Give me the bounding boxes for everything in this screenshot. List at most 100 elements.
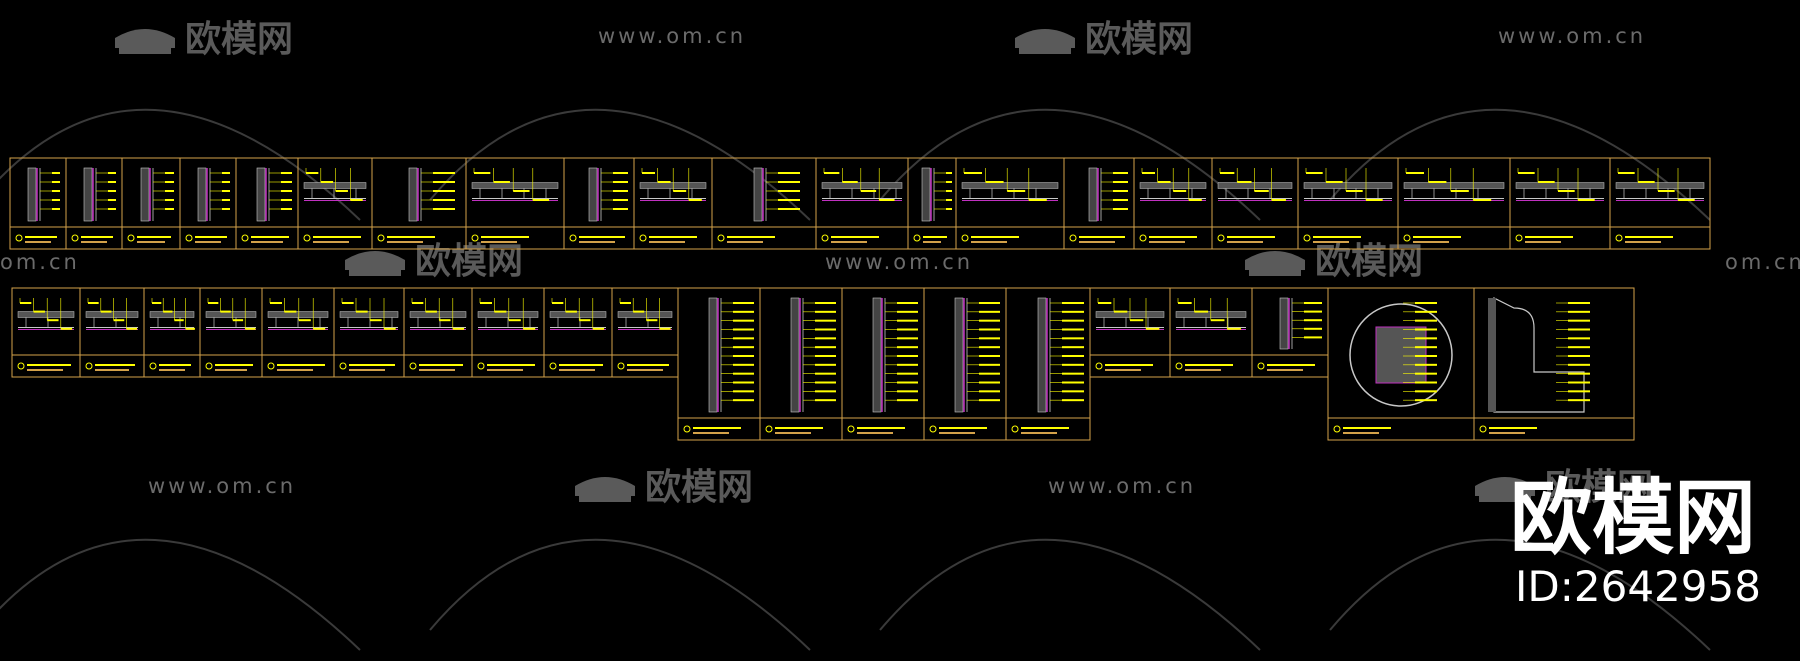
- title-underline: [159, 364, 191, 366]
- leader-label: [222, 199, 230, 201]
- slab-section: [205, 311, 257, 318]
- title-underline: [559, 364, 603, 366]
- title-scale-line: [1227, 241, 1263, 243]
- detail-sheet: [1509, 157, 1611, 250]
- leader-label: [523, 327, 536, 330]
- title-scale-line: [81, 241, 107, 243]
- leader-label: [778, 172, 800, 174]
- leader-label: [633, 310, 645, 313]
- title-underline: [831, 236, 879, 238]
- slab-section: [1303, 182, 1393, 189]
- leader-label: [1518, 172, 1535, 174]
- leader-label: [1304, 327, 1322, 330]
- leader-label: [946, 190, 952, 192]
- detail-number-mark: [1333, 425, 1341, 433]
- leader-label: [897, 302, 918, 304]
- leader-label: [508, 319, 521, 322]
- leader-label: [1304, 302, 1322, 304]
- watermark-arcs: [0, 108, 1711, 651]
- title-scale-line: [1021, 432, 1057, 434]
- slab-section: [409, 311, 467, 318]
- wall-section: [1037, 297, 1047, 413]
- leader-label: [815, 390, 836, 393]
- title-scale-line: [1525, 241, 1561, 243]
- detail-number-mark: [471, 234, 479, 242]
- leader-label: [1194, 310, 1209, 313]
- slab-section: [1217, 182, 1293, 189]
- title-scale-line: [1313, 241, 1349, 243]
- leader-label: [185, 327, 195, 330]
- sofa-icon: [115, 29, 175, 48]
- leader-label: [815, 381, 836, 384]
- leader-label: [1210, 319, 1225, 322]
- detail-number-mark: [85, 362, 93, 370]
- leader-label: [620, 302, 631, 304]
- leader-label: [163, 310, 173, 313]
- leader-label: [113, 319, 125, 322]
- title-underline: [95, 364, 135, 366]
- leader-label: [565, 310, 577, 313]
- detail-sheet: [1473, 287, 1635, 441]
- title-scale-line: [579, 241, 615, 243]
- sofa-icon-base: [349, 270, 401, 276]
- leader-label: [646, 319, 658, 322]
- detail-sheet: [235, 157, 299, 250]
- sheet-frame: [1509, 157, 1611, 250]
- detail-number-mark: [377, 234, 385, 242]
- wall-section: [753, 167, 763, 222]
- leader-label: [52, 181, 60, 183]
- leader-label: [1538, 181, 1555, 183]
- leader-label: [1568, 337, 1590, 340]
- watermark-arc: [0, 538, 361, 651]
- title-underline: [387, 236, 435, 238]
- title-scale-line: [215, 369, 247, 371]
- watermark-logo: 欧模网: [1475, 467, 1653, 508]
- title-scale-line: [1343, 432, 1379, 434]
- sheet-frame: [199, 287, 263, 378]
- leader-label: [52, 172, 60, 174]
- slab-section: [471, 182, 559, 189]
- leader-label: [897, 310, 918, 313]
- title-scale-line: [1489, 432, 1525, 434]
- slab-section: [549, 311, 607, 318]
- leader-label: [1113, 181, 1128, 183]
- leader-label: [1114, 310, 1128, 313]
- watermark-arc: [1329, 108, 1711, 221]
- leader-label: [425, 310, 437, 313]
- wall-section: [1279, 297, 1289, 350]
- leader-label: [579, 319, 591, 322]
- model-id-label: ID:2642958: [1515, 562, 1761, 611]
- title-scale-line: [1185, 369, 1221, 371]
- sofa-icon-base: [579, 496, 631, 502]
- detail-number-mark: [205, 362, 213, 370]
- title-scale-line: [831, 241, 867, 243]
- leader-label: [1062, 319, 1084, 322]
- leader-label: [270, 302, 282, 304]
- title-underline: [1267, 364, 1315, 366]
- leader-label: [174, 319, 184, 322]
- sheet-frame: [815, 157, 909, 250]
- detail-number-mark: [1069, 234, 1077, 242]
- brand-stamp: 欧模网: [1510, 471, 1757, 566]
- detail-sheet: [1063, 157, 1135, 250]
- watermark-site-text: www.om.cn: [825, 250, 974, 274]
- title-scale-line: [1149, 241, 1185, 243]
- leader-label: [842, 181, 858, 183]
- leader-label: [220, 310, 231, 313]
- title-underline: [251, 236, 289, 238]
- leader-label: [1568, 310, 1590, 313]
- detail-number-mark: [149, 362, 157, 370]
- detail-sheet: [403, 287, 473, 378]
- leader-label: [222, 208, 230, 210]
- leader-label: [815, 319, 836, 322]
- leader-label: [1062, 399, 1084, 402]
- watermark-logo: 欧模网: [575, 467, 753, 508]
- sheet-frame: [1397, 157, 1511, 250]
- seat-back-wall: [1488, 298, 1496, 412]
- detail-sheet: [841, 287, 925, 441]
- detail-sheet: [1133, 157, 1213, 250]
- sheet-frame: [1609, 157, 1711, 250]
- leader-label: [733, 363, 754, 366]
- leader-label: [108, 208, 116, 210]
- title-scale-line: [559, 369, 595, 371]
